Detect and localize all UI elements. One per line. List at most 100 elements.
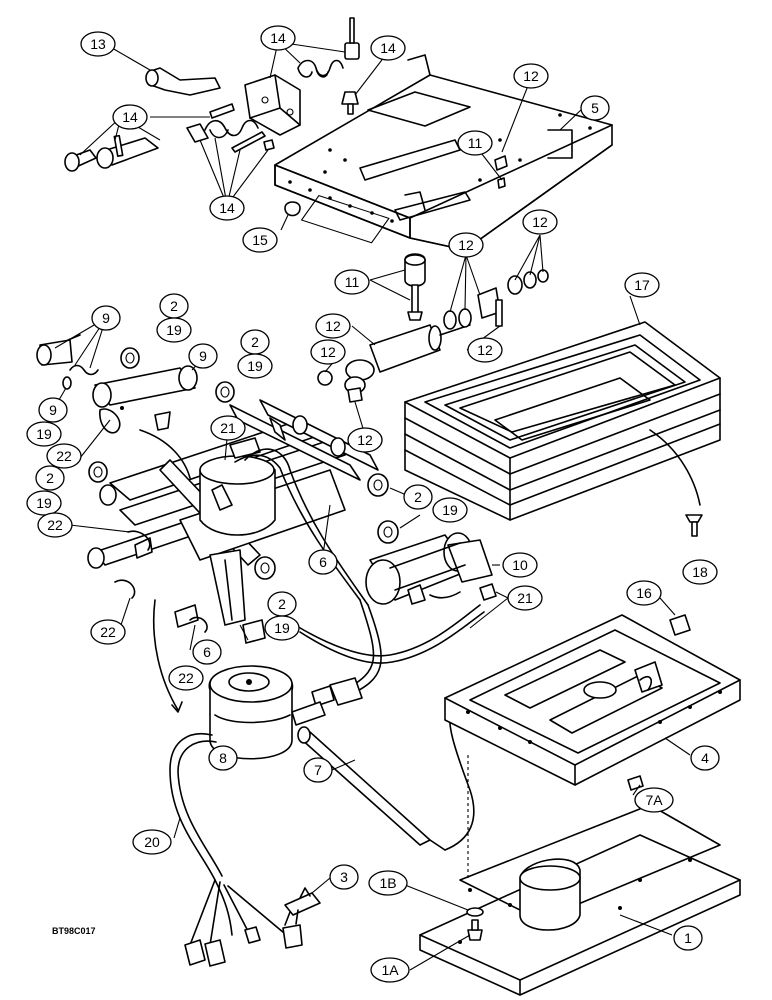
svg-text:19: 19 [274,620,290,636]
callout-8: 8 [208,745,238,771]
assembly-arrow-2 [152,599,179,711]
callout-2: 2 [35,465,65,491]
callout-1: 1 [673,925,703,951]
air-compressor [365,532,497,605]
svg-text:12: 12 [357,432,373,448]
seat-top-plate [274,54,613,251]
callout-16: 16 [626,580,662,606]
wire-clips [99,406,208,633]
svg-text:10: 10 [512,557,528,573]
callout-9: 9 [188,343,218,369]
callout-9: 9 [91,305,121,331]
callout-19: 19 [237,353,273,379]
svg-text:9: 9 [49,402,57,418]
callout-6: 6 [308,549,338,575]
svg-text:22: 22 [47,517,63,533]
callout-7: 7 [303,757,333,783]
svg-text:19: 19 [36,495,52,511]
seat-switch [284,887,321,926]
svg-text:20: 20 [144,834,160,850]
callout-3: 3 [329,864,359,890]
callout-4: 4 [690,745,720,771]
callout-12: 12 [467,337,503,363]
svg-text:2: 2 [278,596,286,612]
svg-text:9: 9 [199,348,207,364]
scissor-suspension-linkage [87,399,379,644]
svg-text:2: 2 [251,334,259,350]
callout-10: 10 [502,552,538,578]
svg-text:6: 6 [203,644,211,660]
svg-text:19: 19 [36,426,52,442]
svg-text:22: 22 [178,670,194,686]
svg-text:1A: 1A [381,962,399,978]
svg-text:9: 9 [102,310,110,326]
svg-text:17: 17 [634,277,650,293]
boot-screw [685,514,703,537]
callout-22: 22 [168,665,204,691]
svg-text:5: 5 [591,100,599,116]
svg-text:12: 12 [458,237,474,253]
svg-text:2: 2 [46,470,54,486]
callout-21: 21 [507,585,543,611]
mounting-bolt-washer [466,907,484,941]
callout-22: 22 [37,512,73,538]
callout-9: 9 [38,397,68,423]
svg-text:15: 15 [252,232,268,248]
pivot-shaft [36,334,198,408]
callout-12: 12 [513,63,549,89]
svg-text:6: 6 [319,554,327,570]
figure-code: BT98C017 [52,926,96,936]
callout-19: 19 [26,490,62,516]
rollers-bushings [88,347,399,580]
svg-text:21: 21 [517,590,533,606]
callout-19: 19 [432,497,468,523]
svg-text:12: 12 [320,344,336,360]
boot-arrow [649,429,701,506]
svg-text:14: 14 [122,109,138,125]
svg-text:1: 1 [684,930,692,946]
svg-text:21: 21 [220,420,236,436]
callout-12: 12 [347,427,383,453]
svg-text:3: 3 [340,869,348,885]
leader-lines [52,41,691,971]
svg-text:18: 18 [692,564,708,580]
svg-text:14: 14 [219,200,235,216]
assembly-arrow-2-head [171,701,183,713]
svg-text:1B: 1B [379,875,396,891]
svg-text:7A: 7A [645,792,663,808]
svg-text:22: 22 [100,624,116,640]
svg-text:14: 14 [270,30,286,46]
wiring-harness [169,733,303,967]
air-spring [208,665,326,760]
callout-2: 2 [240,329,270,355]
callout-14: 14 [112,104,148,130]
svg-text:12: 12 [523,68,539,84]
rubber-bellows-boot [404,321,721,521]
callout-2: 2 [267,591,297,617]
callout-7A: 7A [634,787,674,813]
svg-text:16: 16 [636,585,652,601]
callout-12: 12 [448,232,484,258]
svg-text:13: 13 [90,36,106,52]
callout-12: 12 [522,209,558,235]
callout-15: 15 [242,227,278,253]
svg-text:7: 7 [314,762,322,778]
callout-12: 12 [315,313,351,339]
callout-22: 22 [90,619,126,645]
callout-17: 17 [624,272,660,298]
svg-text:12: 12 [477,342,493,358]
callout-1A: 1A [370,957,410,983]
callout-22: 22 [46,443,82,469]
seat-latch-assembly [64,17,360,172]
svg-text:2: 2 [170,298,178,314]
callout-20: 20 [132,829,172,855]
svg-text:22: 22 [56,448,72,464]
svg-text:19: 19 [166,322,182,338]
seat-base-plate [444,614,741,791]
svg-text:11: 11 [468,135,483,151]
callout-13: 13 [80,31,116,57]
svg-text:12: 12 [532,214,548,230]
svg-text:19: 19 [442,502,458,518]
callout-18: 18 [682,559,718,585]
